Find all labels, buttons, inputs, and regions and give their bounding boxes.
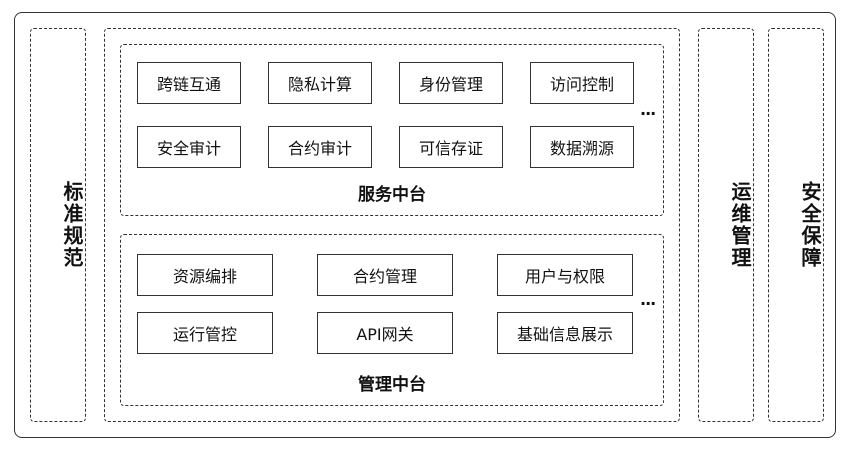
mgmt-item-basic-info-display: 基础信息展示	[497, 312, 633, 354]
service-item-data-provenance: 数据溯源	[530, 126, 634, 168]
service-more-ellipsis: ...	[640, 100, 656, 119]
service-item-access-control: 访问控制	[530, 62, 634, 104]
security-label: 安全保障	[798, 181, 822, 269]
standards-panel: 标准规范	[30, 28, 86, 422]
service-platform-title: 服务中台	[358, 185, 426, 205]
service-item-trusted-notary: 可信存证	[399, 126, 503, 168]
mgmt-item-resource-orchestration: 资源编排	[137, 254, 273, 296]
standards-label: 标准规范	[60, 181, 84, 269]
mgmt-item-runtime-control: 运行管控	[137, 312, 273, 354]
mgmt-item-users-permissions: 用户与权限	[497, 254, 633, 296]
management-platform-title: 管理中台	[358, 375, 426, 395]
ops-label: 运维管理	[728, 181, 752, 269]
ops-panel: 运维管理	[698, 28, 754, 422]
mgmt-item-api-gateway: API网关	[317, 312, 453, 354]
service-item-privacy-computing: 隐私计算	[268, 62, 372, 104]
security-panel: 安全保障	[768, 28, 824, 422]
service-platform-panel	[120, 44, 664, 216]
service-item-cross-chain: 跨链互通	[137, 62, 241, 104]
management-more-ellipsis: ...	[640, 290, 656, 309]
service-item-security-audit: 安全审计	[137, 126, 241, 168]
service-item-contract-audit: 合约审计	[268, 126, 372, 168]
mgmt-item-contract-management: 合约管理	[317, 254, 453, 296]
management-platform-panel	[120, 234, 664, 406]
architecture-frame	[14, 12, 836, 438]
service-item-identity-management: 身份管理	[399, 62, 503, 104]
middle-platform-container	[104, 28, 680, 422]
